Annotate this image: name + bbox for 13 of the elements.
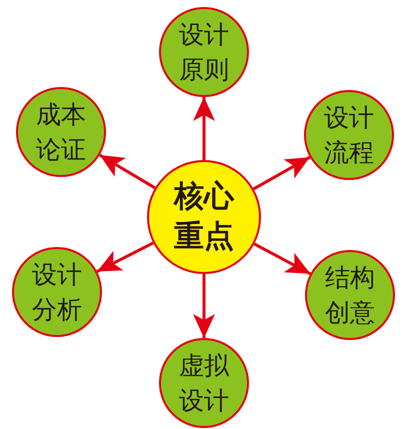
circle-label: 成本论证	[35, 99, 87, 166]
arrow	[98, 154, 156, 190]
arrow	[254, 242, 311, 276]
circle-label: 设计原则	[178, 19, 230, 86]
arrow	[193, 97, 215, 160]
circle-label: 设计分析	[31, 259, 83, 326]
circle-label: 结构创意	[324, 262, 376, 329]
arrow	[193, 274, 215, 338]
arrow	[252, 156, 311, 190]
circle-label: 核心重点	[172, 178, 236, 256]
circle-label: 虚拟设计	[178, 350, 230, 417]
arrow	[96, 242, 154, 273]
circle-label: 设计流程	[323, 102, 375, 169]
